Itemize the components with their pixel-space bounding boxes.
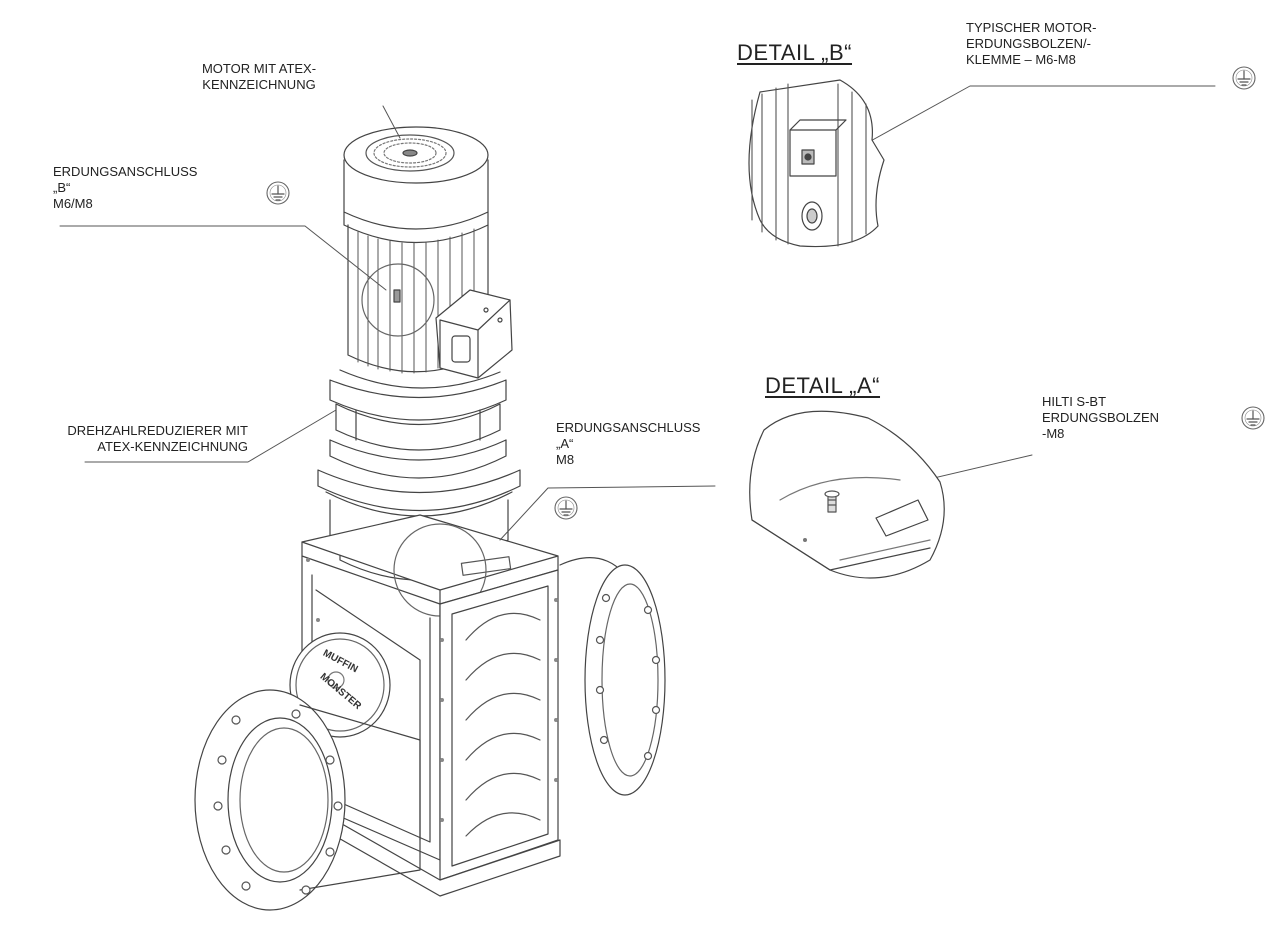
motor (343, 126, 513, 379)
ground-symbol-icon (554, 496, 578, 520)
outlet-flange-right (559, 557, 666, 796)
speed-reducer (317, 369, 521, 581)
detail-b-title: DETAIL „B“ (737, 40, 853, 65)
grinder-housing (289, 514, 561, 897)
grounding-connection-b-label: ERDUNGSANSCHLUSS „B“ M6/M8 (53, 164, 198, 211)
grounding-connection-a-label: ERDUNGSANSCHLUSS „A“ M8 (556, 420, 701, 467)
hilti-grounding-bolt-label: HILTI S-BT ERDUNGSBOLZEN -M8 (1042, 394, 1160, 441)
inspection-cover-text: MUFFIN MONSTER (317, 647, 364, 712)
motor-grounding-bolt-label: TYPISCHER MOTOR- ERDUNGSBOLZEN/- KLEMME … (966, 20, 1097, 67)
ground-symbol-icon (1241, 406, 1265, 430)
ground-symbol-icon (1232, 66, 1256, 90)
ground-symbol-icon (266, 181, 290, 205)
leader-lines (59, 85, 1216, 541)
speed-reducer-label: DREHZAHLREDUZIERER MIT ATEX-KENNZEICHNUN… (67, 423, 248, 454)
detail-a-view (749, 410, 945, 579)
detail-a-title: DETAIL „A“ (765, 373, 881, 398)
motor-label: MOTOR MIT ATEX- KENNZEICHNUNG (201, 61, 317, 92)
detail-b-view (748, 79, 885, 248)
inlet-flange-left (194, 689, 421, 911)
